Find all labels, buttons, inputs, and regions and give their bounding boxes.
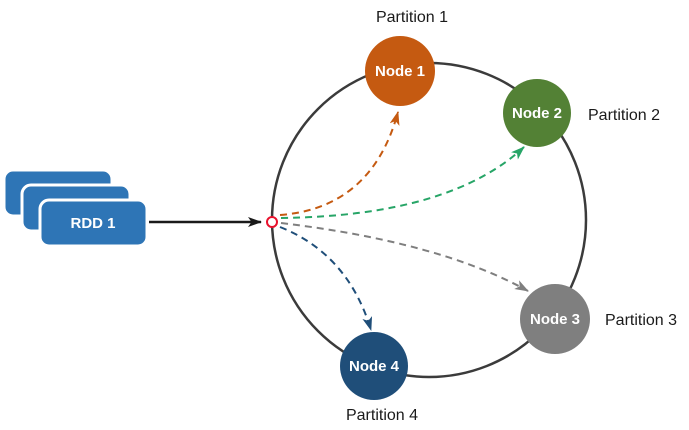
node-1-label: Node 1 <box>375 63 425 80</box>
node-4-circle <box>340 332 408 400</box>
partition-1-label: Partition 1 <box>376 9 448 26</box>
partition-3-label: Partition 3 <box>605 312 677 329</box>
edge-to-node-4 <box>279 226 373 331</box>
node-4-label: Node 4 <box>349 358 400 375</box>
rdd-stack: RDD 1 <box>2 168 149 248</box>
edge-to-node-2 <box>280 146 525 219</box>
hub-point <box>266 216 278 228</box>
node-2-circle <box>503 79 571 147</box>
node-2-label: Node 2 <box>512 105 562 122</box>
partition-2-label: Partition 2 <box>588 107 660 124</box>
node-3-circle <box>520 284 590 354</box>
rdd-card-front <box>38 198 149 248</box>
partition-4-label: Partition 4 <box>346 407 418 424</box>
edge-to-node-1 <box>279 111 400 216</box>
node-1: Node 1 <box>365 36 435 106</box>
node-3: Node 3 <box>520 284 590 354</box>
node-4: Node 4 <box>340 332 408 400</box>
edge-to-node-3 <box>280 222 529 292</box>
node-1-circle <box>365 36 435 106</box>
rdd-label: RDD 1 <box>70 215 115 232</box>
node-3-label: Node 3 <box>530 311 580 328</box>
node-2: Node 2 <box>503 79 571 147</box>
